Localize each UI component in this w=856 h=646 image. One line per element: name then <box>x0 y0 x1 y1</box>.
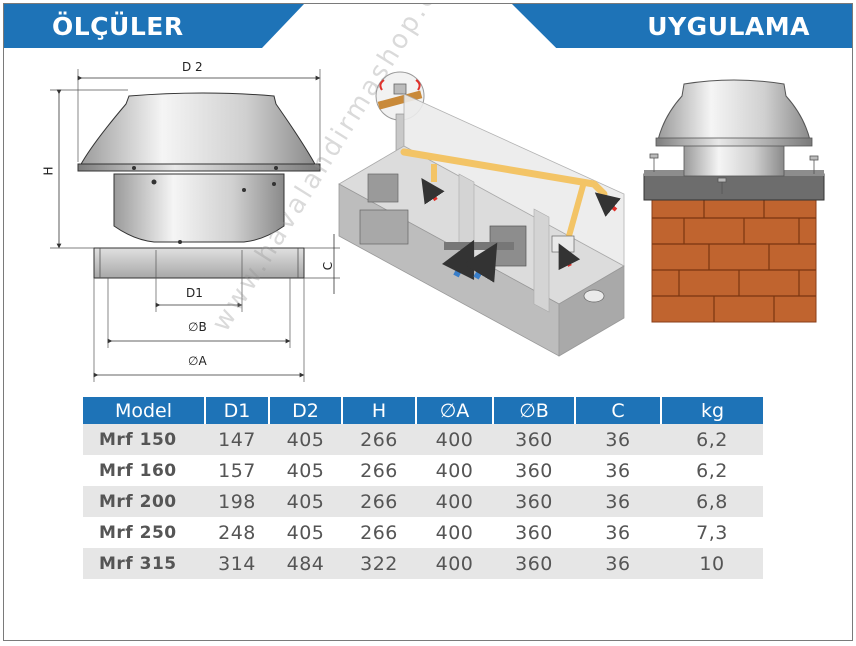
cell-b: 360 <box>493 424 575 455</box>
cell-d2: 405 <box>269 424 342 455</box>
col-b: ∅B <box>492 397 575 424</box>
table-row: Mrf 150 147 405 266 400 360 36 6,2 <box>83 424 763 455</box>
cell-kg: 10 <box>661 548 763 579</box>
cell-d1: 314 <box>205 548 269 579</box>
d1-label: D1 <box>186 286 203 300</box>
table-header-row: Model D1 D2 H ∅A ∅B C kg <box>83 397 763 424</box>
cell-h: 266 <box>342 424 416 455</box>
col-d2: D2 <box>268 397 342 424</box>
cell-model: Mrf 160 <box>83 455 205 486</box>
cell-a: 400 <box>416 455 493 486</box>
fan-base-plate <box>93 247 305 279</box>
cell-c: 36 <box>575 424 661 455</box>
roof-fan-illustration <box>643 79 825 323</box>
d2-label: D 2 <box>182 60 203 74</box>
cell-h: 266 <box>342 517 416 548</box>
fan-hood <box>79 92 317 167</box>
application-title: UYGULAMA <box>647 11 810 41</box>
building-illustration <box>338 71 625 357</box>
table-row: Mrf 250 248 405 266 400 360 36 7,3 <box>83 517 763 548</box>
fan-motor-body <box>113 173 285 243</box>
cell-b: 360 <box>493 548 575 579</box>
cell-c: 36 <box>575 486 661 517</box>
table-row: Mrf 200 198 405 266 400 360 36 6,8 <box>83 486 763 517</box>
cell-kg: 6,2 <box>661 424 763 455</box>
cell-kg: 7,3 <box>661 517 763 548</box>
cell-d2: 405 <box>269 455 342 486</box>
cell-c: 36 <box>575 455 661 486</box>
cell-h: 266 <box>342 455 416 486</box>
col-a: ∅A <box>415 397 493 424</box>
cell-d1: 198 <box>205 486 269 517</box>
cell-d1: 248 <box>205 517 269 548</box>
cell-b: 360 <box>493 486 575 517</box>
cell-a: 400 <box>416 548 493 579</box>
b-diameter-symbol: ∅ <box>188 320 199 334</box>
cell-c: 36 <box>575 517 661 548</box>
col-kg: kg <box>660 397 763 424</box>
illustrations <box>50 69 825 382</box>
cell-model: Mrf 200 <box>83 486 205 517</box>
cell-d1: 157 <box>205 455 269 486</box>
cell-model: Mrf 315 <box>83 548 205 579</box>
dimensions-title: ÖLÇÜLER <box>52 11 184 41</box>
b-letter: B <box>198 320 207 334</box>
cell-a: 400 <box>416 517 493 548</box>
cell-b: 360 <box>493 517 575 548</box>
col-h: H <box>341 397 416 424</box>
cell-d2: 405 <box>269 517 342 548</box>
dimensions-banner: ÖLÇÜLER <box>4 4 304 48</box>
cell-h: 266 <box>342 486 416 517</box>
table-row: Mrf 160 157 405 266 400 360 36 6,2 <box>83 455 763 486</box>
b-label: ∅B <box>188 320 207 334</box>
cell-d2: 484 <box>269 548 342 579</box>
h-label: H <box>41 166 56 176</box>
cell-d1: 147 <box>205 424 269 455</box>
cell-c: 36 <box>575 548 661 579</box>
cell-kg: 6,2 <box>661 455 763 486</box>
col-c: C <box>574 397 661 424</box>
product-sheet: ÖLÇÜLER UYGULAMA <box>3 3 853 641</box>
cell-kg: 6,8 <box>661 486 763 517</box>
a-letter: A <box>198 354 207 368</box>
cell-model: Mrf 250 <box>83 517 205 548</box>
table-row: Mrf 315 314 484 322 400 360 36 10 <box>83 548 763 579</box>
cell-b: 360 <box>493 455 575 486</box>
cell-h: 322 <box>342 548 416 579</box>
col-model: Model <box>83 397 205 424</box>
a-diameter-symbol: ∅ <box>188 354 199 368</box>
cell-model: Mrf 150 <box>83 424 205 455</box>
spec-table: Model D1 D2 H ∅A ∅B C kg Mrf 150 147 405… <box>83 397 763 579</box>
fan-technical-drawing <box>50 69 340 382</box>
a-label: ∅A <box>188 354 207 368</box>
c-label: C <box>321 261 336 271</box>
cell-a: 400 <box>416 424 493 455</box>
col-d1: D1 <box>204 397 269 424</box>
cell-a: 400 <box>416 486 493 517</box>
cell-d2: 405 <box>269 486 342 517</box>
application-banner: UYGULAMA <box>512 4 852 48</box>
